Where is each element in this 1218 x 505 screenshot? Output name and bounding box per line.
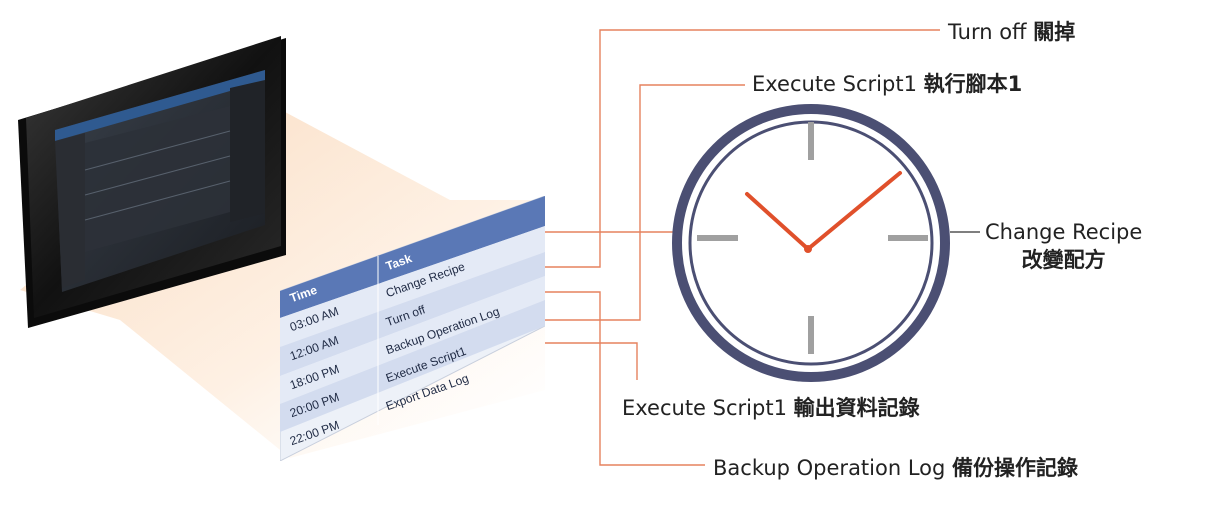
callout-backup-operation-log: Backup Operation Log 備份操作記錄 bbox=[713, 452, 1078, 482]
callout-turn-off: Turn off 關掉 bbox=[948, 16, 1075, 46]
callout-turn-off-zh: 關掉 bbox=[1033, 20, 1076, 44]
callout-execute-script1: Execute Script1 執行腳本1 bbox=[752, 68, 1022, 98]
callout-change-recipe-en: Change Recipe bbox=[985, 220, 1143, 244]
callout-export-data-log: Execute Script1 輸出資料記錄 bbox=[622, 392, 920, 422]
callout-execute-script1-zh: 執行腳本1 bbox=[923, 72, 1023, 96]
callout-execute-script1-en: Execute Script1 bbox=[752, 72, 917, 96]
callout-turn-off-en: Turn off bbox=[948, 20, 1027, 44]
schedule-table-shape bbox=[280, 196, 545, 461]
callout-backup-operation-log-zh: 備份操作記錄 bbox=[952, 456, 1079, 480]
callout-backup-operation-log-en: Backup Operation Log bbox=[713, 456, 946, 480]
clock bbox=[672, 104, 950, 382]
callout-export-data-log-en: Execute Script1 bbox=[622, 396, 787, 420]
hmi-panel bbox=[18, 36, 286, 328]
callout-change-recipe: Change Recipe 改變配方 bbox=[985, 218, 1142, 274]
schedule-table: Time Task 03:00 AM 12:00 AM 18:00 PM 20:… bbox=[280, 196, 545, 461]
callout-change-recipe-zh: 改變配方 bbox=[1021, 248, 1106, 272]
callout-export-data-log-zh: 輸出資料記錄 bbox=[793, 396, 920, 420]
